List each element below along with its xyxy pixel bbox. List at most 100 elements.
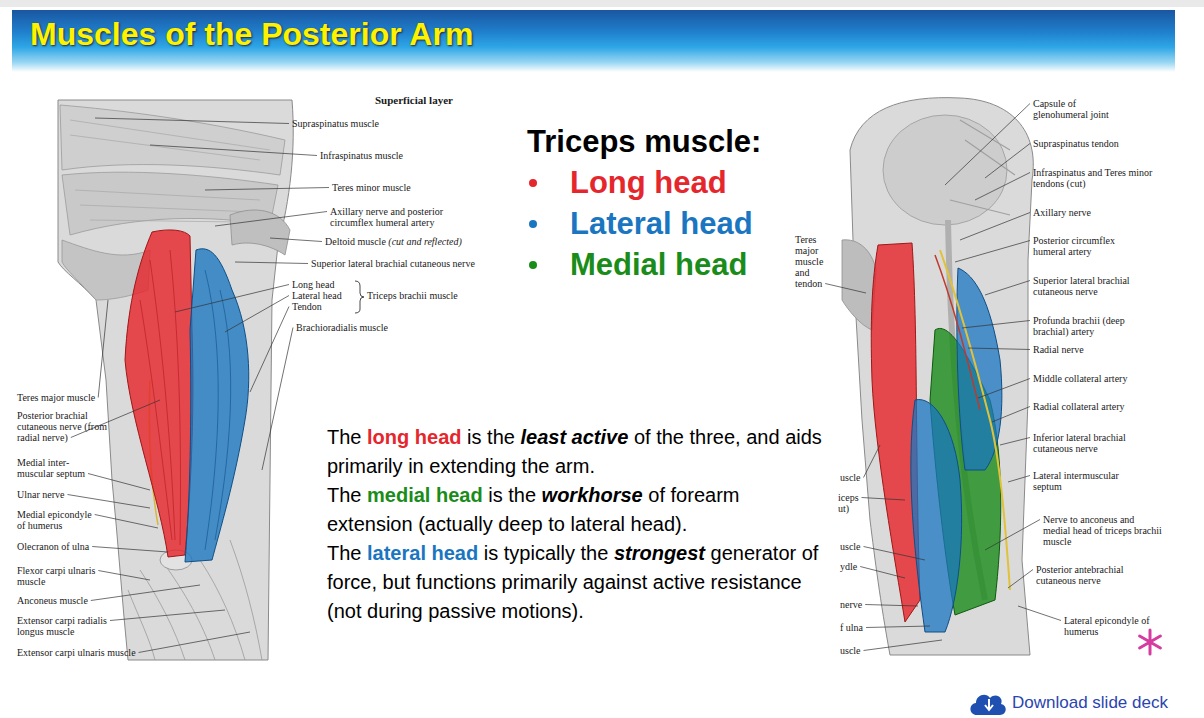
anatomy-label: uscle [840,541,861,552]
triceps-long-head [125,230,193,557]
anatomy-label: Middle collateral artery [1033,373,1127,384]
anatomy-label: Supraspinatus tendon [1033,138,1119,149]
leader-line [68,495,151,509]
anatomy-label: Posterior brachial cutaneous nerve (from… [17,410,109,443]
asterisk-symbol [1140,630,1161,654]
deltoid-reflected [230,210,290,255]
leader-line [1018,606,1061,621]
legend-text: Medial head [570,247,747,283]
anatomy-label: Teres minor muscle [332,182,411,193]
anatomy-label: Medial epicondyle of humerus [17,509,99,531]
anatomy-label: Lateral intermuscular septum [1033,470,1138,492]
anatomy-label: Profunda brachii (deep brachial) artery [1033,315,1148,337]
note-paragraph: The medial head is the workhorse of fore… [327,481,827,539]
leader-line [98,571,150,581]
top-strip [0,0,1204,7]
anatomy-label: Deltoid muscle (cut and reflected) [325,236,462,247]
leader-line [225,296,289,333]
legend-bullet [529,220,537,228]
anatomy-label: Anconeus muscle [17,595,88,606]
anatomy-label: iceps ut) [838,492,868,514]
leader-line [978,379,1030,399]
anatomy-label: Infraspinatus and Teres minor tendons (c… [1033,167,1163,189]
leader-line [864,445,881,478]
anatomy-label: Superior lateral brachial cutaneous nerv… [311,258,475,269]
anatomy-label: Medial inter- muscular septum [17,457,97,479]
arrow-icon [985,699,993,710]
leader-line [860,567,905,579]
anatomy-label: Inferior lateral brachial cutaneous nerv… [1033,432,1148,454]
anatomy-label: ydle [840,561,857,572]
left-arm-figure [58,100,364,660]
leader-line [985,144,1030,179]
anatomy-label: Lateral epicondyle of humerus [1064,615,1164,637]
title-bar: Muscles of the Posterior Arm [12,10,1175,72]
leader-line [92,547,168,553]
note-paragraph: The lateral head is typically the strong… [327,539,827,626]
leader-line [960,213,1030,241]
scapula-muscle [60,105,285,175]
muscle-fibers [140,250,181,545]
cloud-icon [970,695,1005,715]
anatomy-label: uscle [840,472,861,483]
slide-title: Muscles of the Posterior Arm [30,15,473,53]
anatomy-label: Infraspinatus muscle [320,150,403,161]
leader-line [985,281,1030,296]
leader-line [95,118,289,124]
leader-line [95,515,158,529]
anatomy-label: Tendon [292,301,322,312]
anatomy-label: Lateral head [292,290,342,301]
leader-line [262,328,293,471]
leader-line [235,262,308,264]
anatomy-label: Posterior antebrachial cutaneous nerve [1036,564,1146,586]
figure-heading: Superficial layer [375,94,453,106]
leader-line [955,241,1030,263]
anatomy-label: Extensor carpi radialis longus muscle [17,615,121,637]
anatomy-label: Supraspinatus muscle [292,118,379,129]
leader-line [1008,570,1033,589]
leader-line [88,474,150,491]
leader-line [866,626,930,628]
leader-line [98,300,108,398]
leader-line [250,307,289,393]
leader-line [215,212,327,227]
muscle-fibers [70,120,270,222]
leader-line [91,585,200,601]
leader-line [962,321,1030,329]
triceps-lateral-head-cut [911,400,962,632]
bracket [355,281,364,313]
anatomy-label: Posterior circumflex humeral artery [1033,235,1143,257]
leader-line [205,188,329,191]
right-arm-figure [842,98,1033,655]
leader-line [975,173,1030,201]
leader-line [862,498,906,501]
anatomy-label: Radial nerve [1033,344,1084,355]
leader-line [150,145,317,156]
legend-text: Long head [570,165,727,201]
anatomy-label: Teres major muscle [17,392,95,403]
profunda-artery [935,255,980,410]
legend-text: Lateral head [570,206,753,242]
muscle-fibers [205,270,231,550]
humeral-head [883,115,1007,225]
anatomy-label: f ulna [840,622,863,633]
legend-bullet [529,261,537,269]
leader-line [864,640,943,651]
leader-line [968,348,1030,350]
download-link: Download slide deck [1012,692,1168,714]
anatomy-label: Teres major muscle and tendon [795,234,835,289]
anatomy-label: Superior lateral brachial cutaneous nerv… [1033,275,1158,297]
anatomy-label: Flexor carpi ulnaris muscle [17,565,97,587]
anatomy-label: Radial collateral artery [1033,401,1125,412]
leader-line [865,605,918,607]
note-paragraph: The long head is the least active of the… [327,423,827,481]
anatomy-label: Olecranon of ulna [17,541,89,552]
anatomy-label: nerve [840,599,862,610]
shoulder-arm-base [850,98,1033,655]
leader-line [985,520,1040,551]
leader-line [1008,476,1030,483]
triceps-lateral-head [185,249,249,562]
